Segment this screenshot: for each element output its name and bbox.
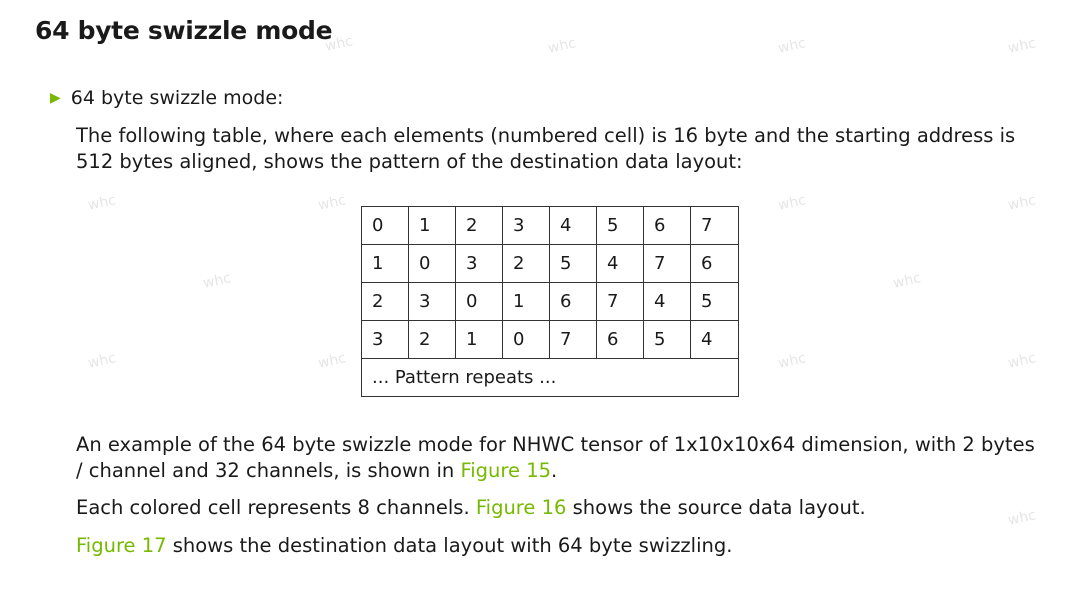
table-cell: 7 — [643, 244, 691, 283]
figure-16-link[interactable]: Figure 16 — [475, 496, 567, 519]
pattern-repeats-cell: ... Pattern repeats ... — [361, 358, 739, 397]
table-cell: 1 — [502, 282, 550, 321]
page-title: 64 byte swizzle mode — [35, 16, 333, 45]
table-cell: 3 — [455, 244, 503, 283]
watermark: whc — [891, 270, 923, 292]
watermark: whc — [776, 350, 808, 372]
watermark: whc — [546, 35, 578, 57]
example-paragraph: An example of the 64 byte swizzle mode f… — [76, 432, 1036, 484]
colored-text-end: shows the source data layout. — [566, 496, 866, 519]
watermark: whc — [1006, 350, 1038, 372]
watermark: whc — [776, 192, 808, 214]
triangle-right-icon: ▶ — [50, 90, 61, 106]
table-cell: 5 — [690, 282, 739, 321]
table-cell: 4 — [690, 320, 739, 359]
table-cell: 6 — [690, 244, 739, 283]
table-cell: 3 — [361, 320, 409, 359]
bullet-text: 64 byte swizzle mode: — [70, 87, 284, 109]
table-cell: 6 — [549, 282, 597, 321]
intro-paragraph: The following table, where each elements… — [76, 124, 1016, 173]
table-cell: 1 — [455, 320, 503, 359]
colored-cell-paragraph: Each colored cell represents 8 channels.… — [76, 495, 1036, 521]
figure-15-link[interactable]: Figure 15 — [460, 459, 552, 482]
table-cell: 6 — [596, 320, 644, 359]
colored-text: Each colored cell represents 8 channels. — [76, 496, 476, 519]
table-cell: 0 — [455, 282, 503, 321]
table-cell: 7 — [596, 282, 644, 321]
table-cell: 1 — [408, 206, 456, 245]
table-cell: 4 — [549, 206, 597, 245]
watermark: whc — [316, 350, 348, 372]
example-text: An example of the 64 byte swizzle mode f… — [76, 433, 1035, 482]
watermark: whc — [316, 192, 348, 214]
table-cell: 5 — [643, 320, 691, 359]
table-cell: 5 — [549, 244, 597, 283]
watermark: whc — [776, 35, 808, 57]
watermark: whc — [86, 350, 118, 372]
watermark: whc — [1006, 192, 1038, 214]
watermark: whc — [201, 270, 233, 292]
table-cell: 2 — [361, 282, 409, 321]
bullet-item: ▶ 64 byte swizzle mode: — [48, 87, 283, 109]
table-cell: 1 — [361, 244, 409, 283]
table-cell: 0 — [502, 320, 550, 359]
table-footer-row: ... Pattern repeats ... — [361, 358, 739, 397]
table-cell: 4 — [643, 282, 691, 321]
destination-text: shows the destination data layout with 6… — [166, 534, 733, 557]
table-cell: 0 — [361, 206, 409, 245]
destination-paragraph: Figure 17 shows the destination data lay… — [76, 533, 1036, 559]
table-cell: 2 — [408, 320, 456, 359]
table-cell: 6 — [643, 206, 691, 245]
table-cell: 3 — [408, 282, 456, 321]
example-text-end: . — [551, 459, 558, 482]
table-cell: 2 — [502, 244, 550, 283]
table-cell: 2 — [455, 206, 503, 245]
watermark: whc — [86, 192, 118, 214]
table-cell: 0 — [408, 244, 456, 283]
watermark: whc — [1006, 35, 1038, 57]
table-cell: 3 — [502, 206, 550, 245]
table-cell: 7 — [549, 320, 597, 359]
table-cell: 5 — [596, 206, 644, 245]
table-cell: 7 — [690, 206, 739, 245]
figure-17-link[interactable]: Figure 17 — [76, 534, 167, 557]
table-cell: 4 — [596, 244, 644, 283]
